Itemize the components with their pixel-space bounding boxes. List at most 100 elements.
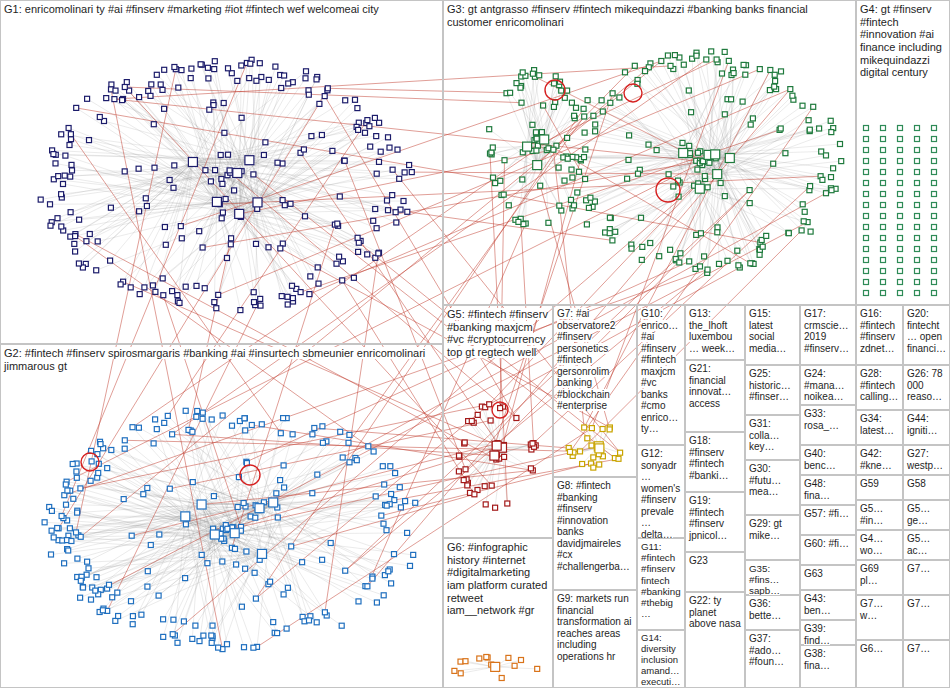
graph-vertex xyxy=(778,126,783,131)
graph-vertex xyxy=(176,85,181,90)
graph-vertex xyxy=(281,592,286,597)
graph-vertex xyxy=(915,269,920,274)
graph-vertex xyxy=(405,530,410,535)
graph-vertex xyxy=(806,118,811,123)
graph-vertex xyxy=(898,203,903,208)
graph-vertex xyxy=(220,181,225,186)
group-panel: G28: #fintech calling… xyxy=(856,365,903,410)
graph-vertex xyxy=(197,639,202,644)
graph-vertex xyxy=(747,201,752,206)
graph-vertex xyxy=(881,159,886,164)
graph-vertex xyxy=(205,65,210,70)
graph-vertex xyxy=(157,532,162,537)
graph-vertex xyxy=(183,408,188,413)
graph-vertex xyxy=(864,269,869,274)
graph-vertex xyxy=(506,655,511,660)
graph-vertex xyxy=(589,426,594,431)
graph-vertex xyxy=(239,604,244,609)
graph-vertex xyxy=(748,261,753,266)
graph-vertex xyxy=(49,528,54,533)
graph-vertex xyxy=(282,485,287,490)
graph-vertex xyxy=(282,203,287,208)
graph-vertex xyxy=(402,170,407,175)
graph-vertex xyxy=(489,150,494,155)
graph-vertex xyxy=(330,148,335,153)
group-label: G29: gt mike… xyxy=(749,518,782,541)
graph-vertex xyxy=(148,543,153,548)
graph-vertex xyxy=(932,247,937,252)
graph-vertex xyxy=(403,499,408,504)
graph-vertex xyxy=(87,138,92,143)
group-label: G39: find… xyxy=(804,623,830,646)
graph-vertex xyxy=(932,291,937,296)
graph-vertex xyxy=(322,94,327,99)
graph-vertex xyxy=(244,549,249,554)
group-label: G27: westp… xyxy=(907,448,943,471)
graph-vertex xyxy=(516,219,521,224)
graph-vertex xyxy=(378,149,383,154)
graph-vertex xyxy=(179,68,184,73)
graph-vertex xyxy=(130,614,135,619)
graph-vertex xyxy=(59,192,64,197)
graph-vertex xyxy=(342,158,347,163)
graph-vertex xyxy=(687,259,692,264)
graph-vertex xyxy=(89,459,94,464)
graph-vertex xyxy=(898,291,903,296)
graph-vertex xyxy=(839,159,844,164)
group-panel: G11: #fintech #finserv fintech #banking … xyxy=(637,538,685,630)
group-panel: G43: ben… xyxy=(800,590,856,620)
graph-vertex xyxy=(207,107,212,112)
graph-vertex xyxy=(394,220,399,225)
graph-vertex xyxy=(251,172,256,177)
graph-vertex xyxy=(337,254,342,259)
graph-vertex xyxy=(88,478,93,483)
graph-vertex xyxy=(456,469,461,474)
graph-vertex xyxy=(278,431,283,436)
graph-vertex xyxy=(698,231,703,236)
graph-vertex xyxy=(73,249,78,254)
graph-vertex xyxy=(229,71,234,76)
graph-vertex xyxy=(409,170,414,175)
graph-vertex xyxy=(790,93,795,98)
group-panel: G39: find… xyxy=(800,620,856,645)
graph-vertex xyxy=(373,207,378,212)
graph-vertex xyxy=(334,261,339,266)
group-label: G6… xyxy=(860,643,883,654)
graph-vertex xyxy=(145,569,150,574)
group-panel: G22: ty planet above nasa xyxy=(685,592,745,688)
graph-vertex xyxy=(864,126,869,131)
graph-vertex xyxy=(68,132,73,137)
graph-vertex xyxy=(64,502,69,507)
graph-vertex xyxy=(824,153,829,158)
graph-vertex xyxy=(569,100,574,105)
graph-vertex xyxy=(261,153,266,158)
graph-vertex xyxy=(502,454,507,459)
graph-vertex xyxy=(398,505,403,510)
graph-vertex xyxy=(51,152,56,157)
group-panel: G34: latest… xyxy=(856,410,903,445)
graph-vertex xyxy=(582,425,587,430)
graph-vertex xyxy=(181,619,186,624)
graph-vertex xyxy=(253,515,258,520)
graph-vertex xyxy=(626,157,631,162)
graph-vertex xyxy=(808,184,813,189)
graph-vertex xyxy=(817,126,822,131)
graph-vertex xyxy=(322,610,327,615)
group-label: G24: #mana… noikea… xyxy=(804,368,845,402)
graph-vertex xyxy=(681,62,686,67)
graph-vertex xyxy=(512,663,517,668)
graph-vertex xyxy=(194,283,199,288)
group-label: G3: gt antgrasso #finserv #fintech mikeq… xyxy=(447,3,808,28)
graph-vertex xyxy=(93,588,98,593)
graph-edges xyxy=(459,404,536,507)
group-panel: G44: igniti… xyxy=(903,410,950,445)
graph-vertex xyxy=(190,480,195,485)
highlight-ring xyxy=(545,80,565,100)
graph-vertex xyxy=(608,216,613,221)
graph-vertex xyxy=(568,449,573,454)
graph-vertex xyxy=(48,223,53,228)
graph-vertex xyxy=(81,585,86,590)
graph-vertex xyxy=(94,575,99,580)
graph-vertex xyxy=(148,93,153,98)
graph-vertex xyxy=(623,70,628,75)
